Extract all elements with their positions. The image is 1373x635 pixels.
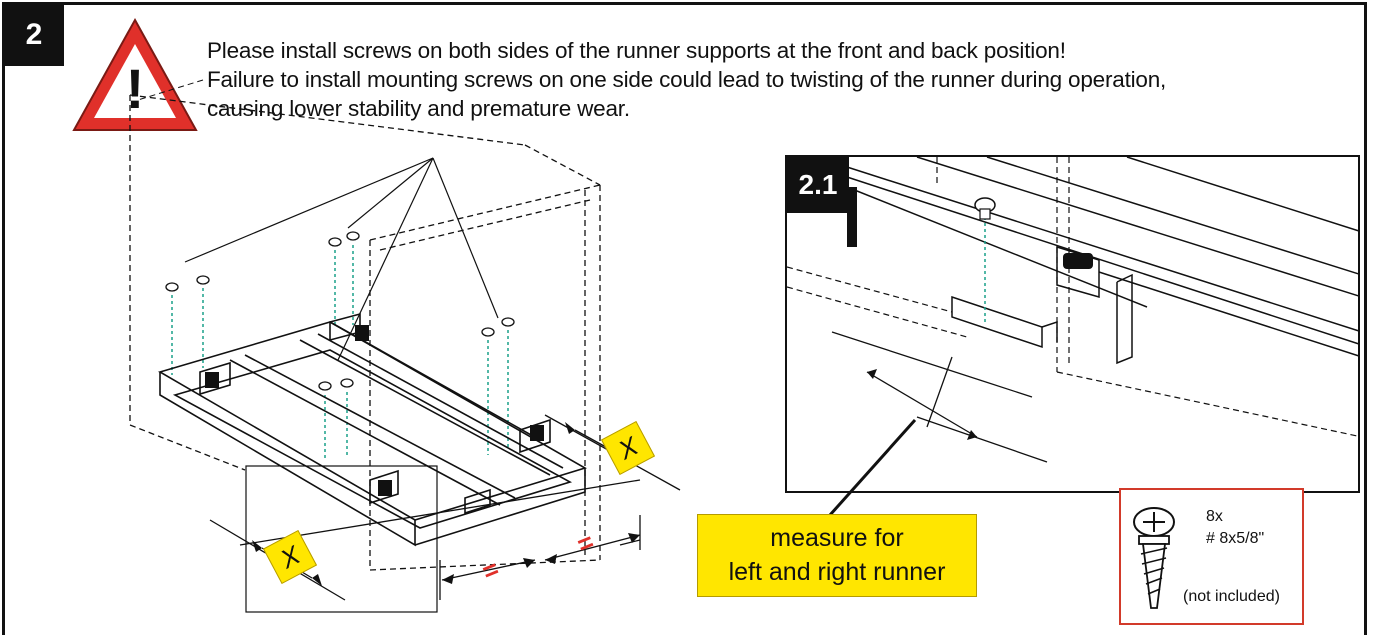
screw-note: (not included) xyxy=(1183,588,1280,605)
measure-line-1: measure for xyxy=(770,524,904,552)
warning-symbol: ! xyxy=(126,57,145,120)
warning-line-2: Failure to install mounting screws on on… xyxy=(207,67,1167,92)
detail-runner-drawing xyxy=(787,157,1358,463)
screw-quantity: 8x xyxy=(1206,508,1223,525)
detail-view-2-1: 2.1 xyxy=(785,155,1360,493)
warning-text: Please install screws on both sides of t… xyxy=(207,36,1166,123)
detail-label-badge: 2.1 xyxy=(787,157,849,213)
warning-line-1: Please install screws on both sides of t… xyxy=(207,38,1066,63)
measure-line-2: left and right runner xyxy=(728,558,946,586)
warning-line-3: causing lower stability and premature we… xyxy=(207,96,630,121)
measure-instruction-label: measure for left and right runner xyxy=(697,514,977,597)
screw-spec-box: 8x # 8x5/8" (not included) xyxy=(1119,488,1304,625)
step-number-badge: 2 xyxy=(4,4,64,66)
screw-size: # 8x5/8" xyxy=(1206,530,1265,547)
warning-triangle-icon: ! xyxy=(72,17,198,131)
screw-icon xyxy=(1133,507,1175,609)
